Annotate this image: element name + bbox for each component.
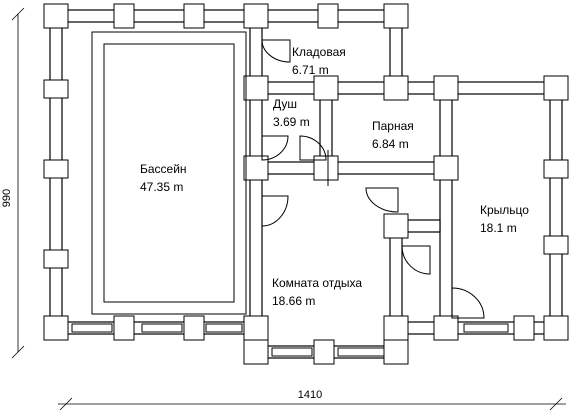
log-joints — [43, 3, 569, 365]
room-area-storage: 6.71 m — [292, 63, 329, 77]
room-name-pool: Бассейн — [140, 162, 187, 176]
height-dimension: 990 — [1, 189, 13, 207]
windows — [71, 323, 509, 357]
room-area-steam: 6.84 m — [372, 137, 409, 151]
wall-inner-vertical — [249, 9, 263, 359]
door-porch — [451, 287, 485, 319]
width-dimension: 1410 — [298, 389, 322, 401]
room-area-porch: 18.1 m — [480, 221, 517, 235]
wall-rest-top — [249, 161, 453, 175]
doors — [261, 39, 485, 319]
room-name-storage: Кладовая — [292, 45, 346, 59]
door-shower-left — [261, 135, 289, 161]
wall-right-top — [389, 81, 563, 95]
room-labels: Кладовая 6.71 m Душ 3.69 m Парная 6.84 m… — [140, 45, 529, 308]
wall-right — [549, 81, 563, 335]
room-name-steam: Парная — [372, 119, 414, 133]
wall-steam-right — [439, 81, 453, 335]
room-name-porch: Крыльцо — [480, 203, 529, 217]
room-area-rest: 18.66 m — [272, 294, 315, 308]
door-shower-right — [299, 135, 327, 161]
room-name-shower: Душ — [273, 97, 297, 111]
door-rest-right — [365, 187, 399, 213]
dimension-lines — [11, 7, 566, 411]
room-area-shower: 3.69 m — [273, 115, 310, 129]
pool-inner-edge — [103, 43, 235, 303]
door-rest-left — [261, 195, 289, 227]
wall-top-left — [49, 9, 403, 23]
door-rest-porch — [401, 245, 431, 275]
room-area-pool: 47.35 m — [140, 180, 183, 194]
pool-basin — [91, 31, 247, 315]
room-name-rest: Комната отдыха — [272, 276, 362, 290]
door-storage — [261, 39, 291, 63]
pool-outer-edge — [91, 31, 247, 315]
